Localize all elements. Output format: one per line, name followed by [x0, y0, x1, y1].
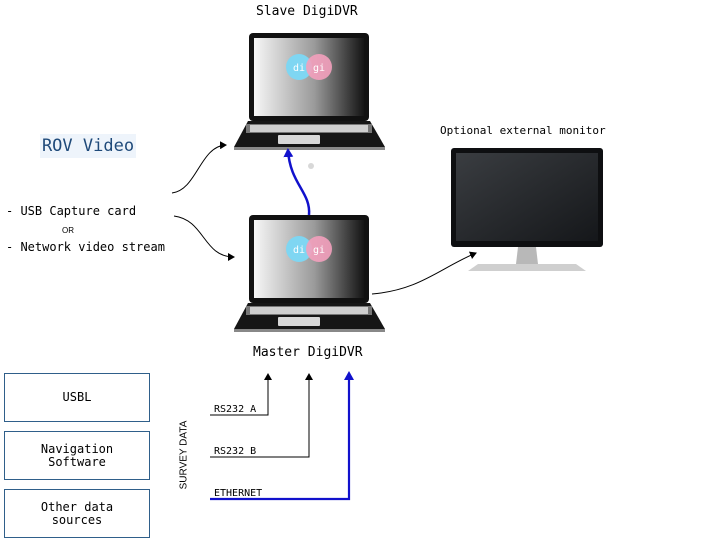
network-stream-label: - Network video stream — [6, 240, 165, 254]
rs232a-label: RS232 A — [214, 404, 257, 415]
monitor-title: Optional external monitor — [440, 124, 606, 137]
master-title: Master DigiDVR — [253, 345, 363, 360]
source-box-usbl: USBL — [4, 373, 150, 422]
rov-video-title: ROV Video — [40, 134, 136, 158]
ethernet-line — [210, 371, 354, 501]
slave-logo-right: gi — [313, 63, 325, 74]
source-box-navigation-software: Navigation Software — [4, 431, 150, 480]
external-monitor-icon — [451, 148, 603, 271]
rs232b-label: RS232 B — [214, 446, 257, 457]
rov-to-master-arrow — [173, 215, 235, 261]
watermark-dot — [308, 163, 314, 169]
master-to-slave-link — [283, 148, 311, 216]
source-box-other-data: Other data sources — [4, 489, 150, 538]
usb-capture-label: - USB Capture card — [6, 204, 137, 218]
rs232a-line — [210, 373, 272, 416]
or-label: OR — [62, 226, 74, 235]
rs232b-line — [210, 373, 313, 458]
rov-to-slave-arrow — [171, 141, 227, 194]
master-laptop-icon — [234, 215, 385, 332]
slave-title: Slave DigiDVR — [256, 4, 358, 19]
master-logo-right: gi — [313, 245, 325, 256]
ethernet-label: ETHERNET — [214, 488, 263, 499]
slave-logo-left: di — [293, 63, 305, 74]
slave-laptop-icon — [234, 33, 385, 150]
master-to-monitor-arrow — [371, 251, 477, 295]
master-logo-left: di — [293, 245, 305, 256]
